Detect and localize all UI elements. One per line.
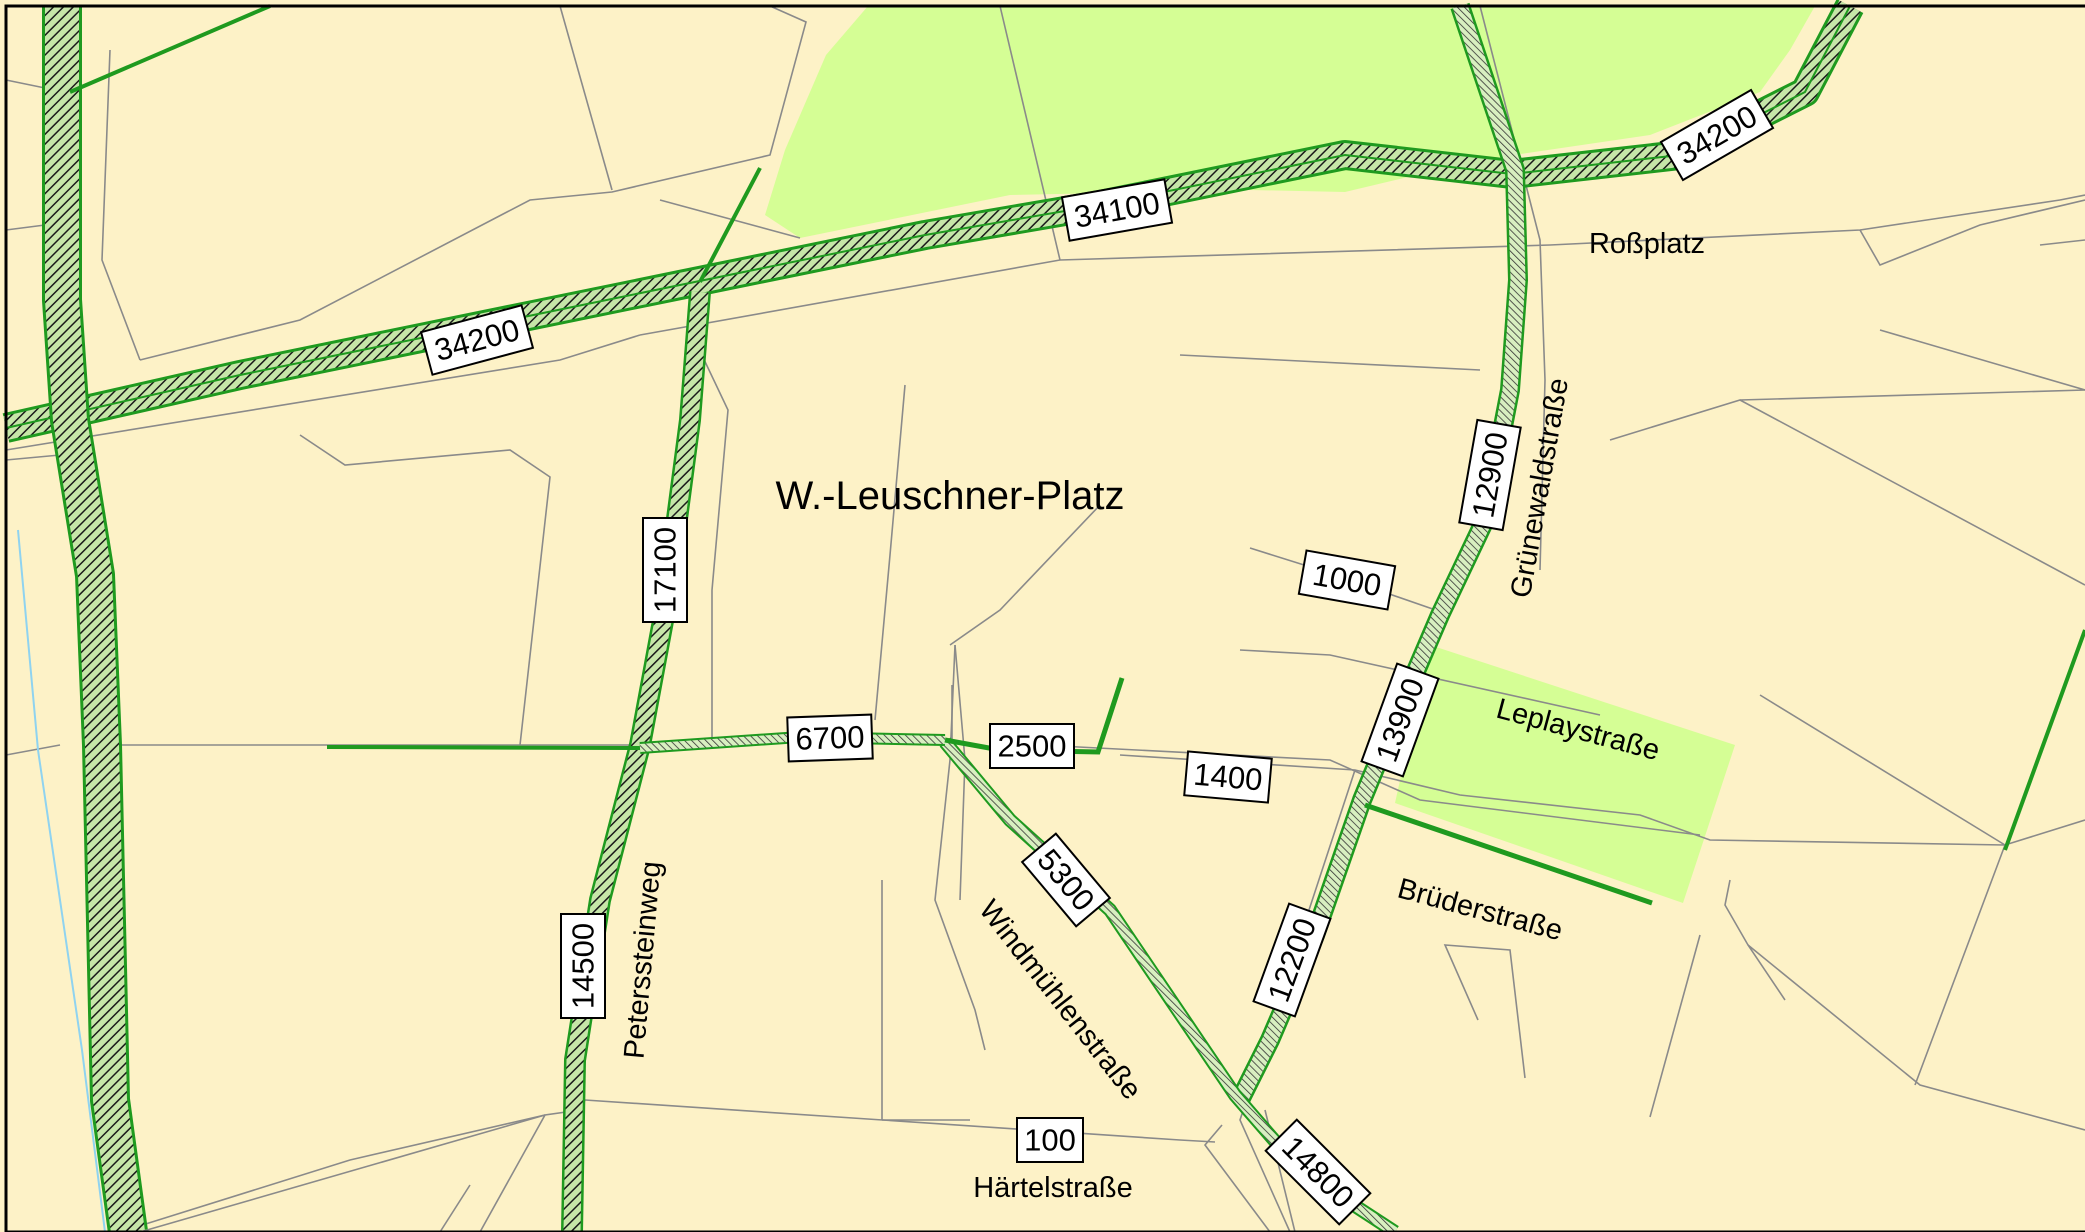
river-line xyxy=(17,529,106,1232)
count-label-brueder: 1400 xyxy=(1183,750,1273,804)
count-label-leplay-east: 1000 xyxy=(1297,549,1397,611)
count-text-haertel: 100 xyxy=(1024,1123,1076,1158)
street-label-rossplatz: Roßplatz xyxy=(1589,228,1705,260)
count-label-ring-center: 34100 xyxy=(1060,178,1174,242)
count-text-peterssteinweg-south: 14500 xyxy=(566,923,601,1009)
park-area-leplaystrasse xyxy=(1395,645,1735,903)
northwest-spur xyxy=(69,4,271,94)
bruederstrasse-road xyxy=(1364,802,1653,906)
count-label-leuschner-west: 6700 xyxy=(786,713,874,763)
count-label-haertel: 100 xyxy=(1016,1117,1084,1163)
east-road xyxy=(2003,629,2085,851)
minor-streets xyxy=(5,5,2085,1232)
count-text-leuschner-east: 2500 xyxy=(998,729,1067,764)
street-label-haertelstrasse: Härtelstraße xyxy=(973,1172,1133,1204)
map-frame xyxy=(4,4,2085,1232)
count-label-peterssteinweg-north: 17100 xyxy=(642,517,688,623)
place-label-leuschner-platz: W.-Leuschner-Platz xyxy=(775,474,1124,518)
park-area-north xyxy=(765,6,1815,238)
peterssteinweg-north-spur xyxy=(698,167,762,283)
count-label-leuschner-east: 2500 xyxy=(989,723,1075,769)
count-text-brueder: 1400 xyxy=(1192,757,1264,798)
count-label-peterssteinweg-south: 14500 xyxy=(560,913,606,1019)
count-label-gruenewald-north: 12900 xyxy=(1458,418,1522,532)
count-text-peterssteinweg-north: 17100 xyxy=(648,527,683,613)
western-arterial xyxy=(42,6,148,1232)
count-text-leuschner-west: 6700 xyxy=(795,719,865,756)
